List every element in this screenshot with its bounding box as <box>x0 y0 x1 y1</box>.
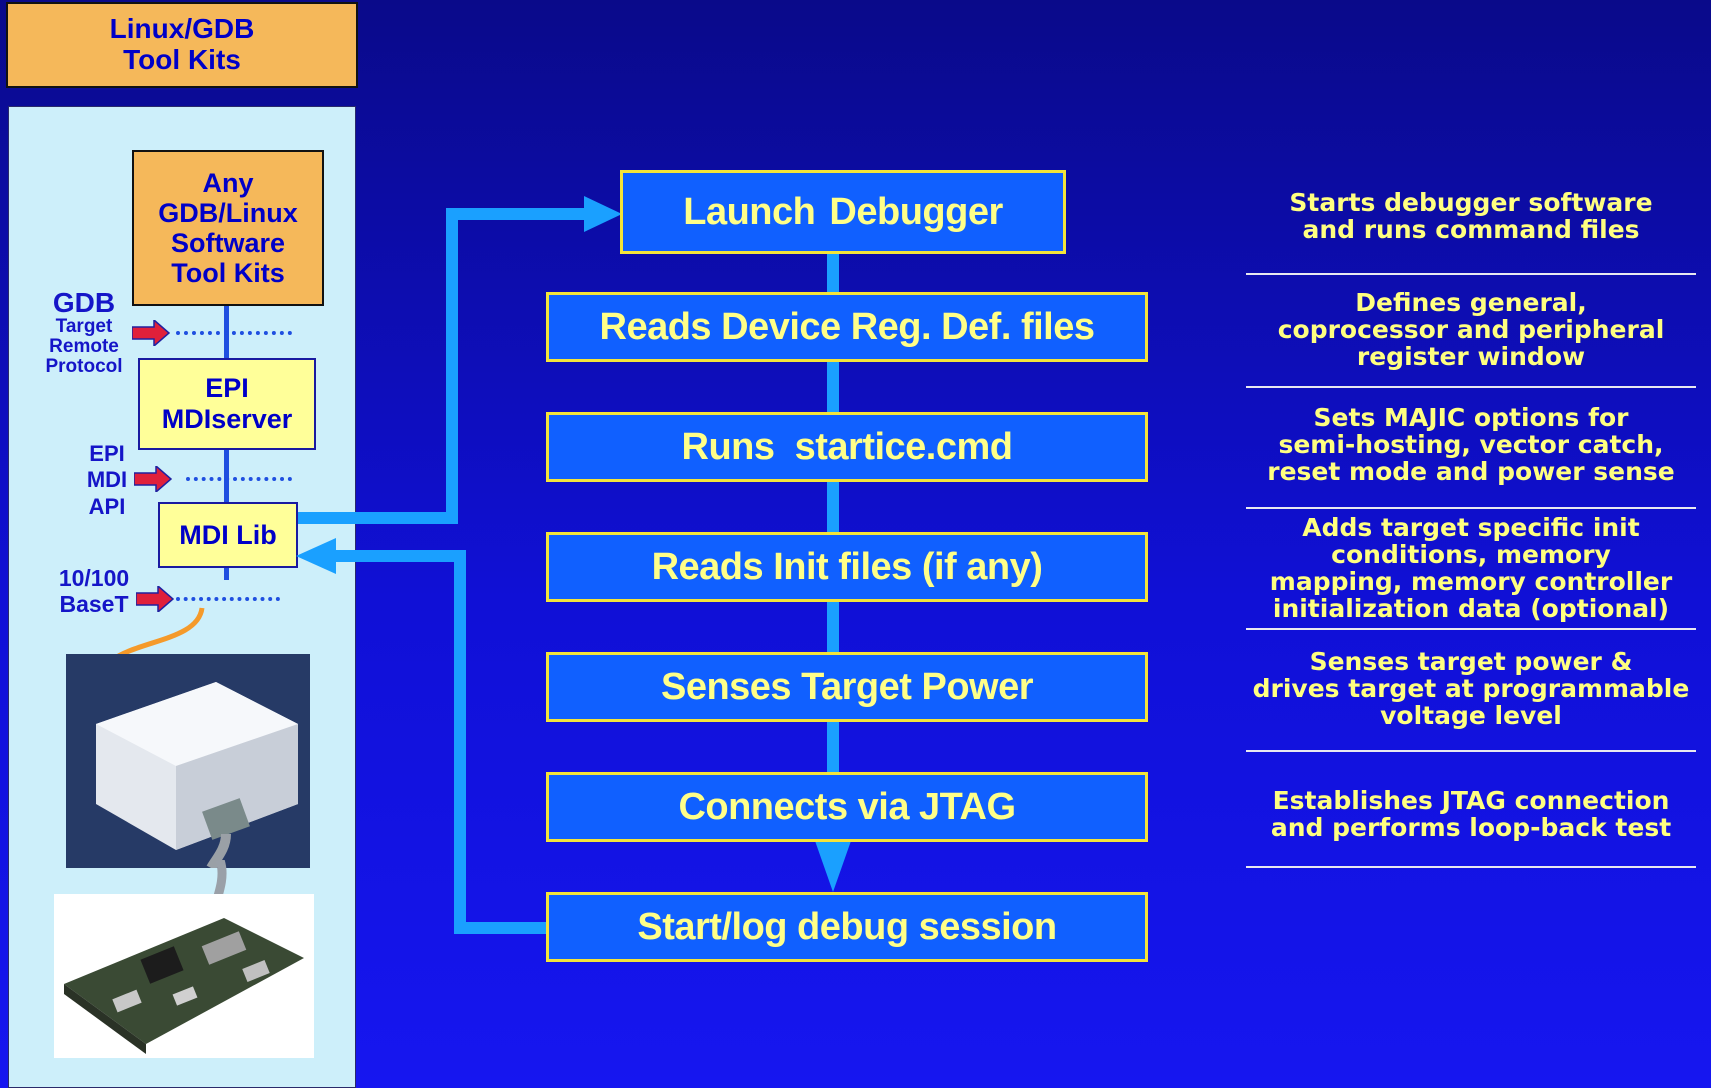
ethernet-line1: 10/100 <box>58 565 130 591</box>
desc-line: coprocessor and peripheral <box>1277 315 1665 344</box>
desc-line: register window <box>1356 342 1586 371</box>
toolkits-title-line1: Linux/GDB <box>109 13 255 45</box>
linux-gdb-toolkits-box: Linux/GDB Tool Kits <box>6 2 358 88</box>
any-line3: Software <box>170 228 286 258</box>
ethernet-label: 10/100 BaseT <box>48 565 140 618</box>
epi-api-line3: API <box>88 493 126 519</box>
any-gdb-toolkits-box: Any GDB/Linux Software Tool Kits <box>132 150 324 306</box>
gdb-label-remote: Remote <box>49 336 119 358</box>
mdi-arrow-head-icon <box>296 538 336 574</box>
ethernet-red-arrow-icon <box>136 586 174 612</box>
step-launch-debugger: Launch Debugger <box>620 170 1066 254</box>
step-label: Start/log debug session <box>637 905 1057 948</box>
step-reads-device-reg: Reads Device Reg. Def. files <box>546 292 1148 362</box>
desc-divider <box>1246 273 1696 275</box>
mdi-to-launch-connector <box>298 208 590 524</box>
desc-line: Sets MAJIC options for <box>1313 403 1629 432</box>
desc-startice: Sets MAJIC options for semi-hosting, vec… <box>1236 404 1706 485</box>
desc-line: semi-hosting, vector catch, <box>1278 430 1664 459</box>
desc-line: and runs command files <box>1302 215 1640 244</box>
epi-api-line1: EPI <box>89 441 125 466</box>
desc-launch: Starts debugger software and runs comman… <box>1236 189 1706 243</box>
ethernet-line2: BaseT <box>59 591 129 618</box>
desc-target-power: Senses target power & drives target at p… <box>1236 648 1706 729</box>
step-label: Reads Device Reg. Def. files <box>599 305 1096 348</box>
step-start-debug-session: Start/log debug session <box>546 892 1148 962</box>
desc-jtag: Establishes JTAG connection and performs… <box>1236 787 1706 841</box>
desc-divider <box>1246 866 1696 868</box>
mdi-lib-label: MDI Lib <box>179 519 277 550</box>
gdb-label-big: GDB <box>52 287 116 318</box>
step-label: Connects via JTAG <box>678 785 1016 828</box>
epi-mdi-api-label: EPI MDI API <box>66 441 148 520</box>
desc-divider <box>1246 386 1696 388</box>
ethernet-dotted-line <box>176 597 280 601</box>
desc-line: Establishes JTAG connection <box>1272 786 1670 815</box>
epi-box-line1: EPI <box>205 372 249 403</box>
epi-api-line2: MDI <box>86 467 128 493</box>
step-label: Runs startice.cmd <box>681 425 1014 468</box>
desc-line: and performs loop-back test <box>1270 813 1672 842</box>
step-runs-startice: Runs startice.cmd <box>546 412 1148 482</box>
desc-divider <box>1246 750 1696 752</box>
desc-line: mapping, memory controller <box>1269 567 1673 596</box>
step-connects-jtag: Connects via JTAG <box>546 772 1148 842</box>
desc-line: Defines general, <box>1355 288 1587 317</box>
epi-box-line2: MDIserver <box>161 404 293 434</box>
epi-mdiserver-box: EPI MDIserver <box>138 358 316 450</box>
any-line2: GDB/Linux <box>158 197 298 228</box>
desc-divider <box>1246 628 1696 630</box>
session-to-mdi-connector <box>328 550 546 934</box>
desc-divider <box>1246 507 1696 509</box>
step-reads-init-files: Reads Init files (if any) <box>546 532 1148 602</box>
mdi-api-dotted-line <box>186 477 292 481</box>
gdb-label-target: Target <box>55 316 113 338</box>
desc-line: Adds target specific init <box>1302 513 1640 542</box>
step-senses-target-power: Senses Target Power <box>546 652 1148 722</box>
gdb-red-arrow-icon <box>132 320 170 346</box>
gdb-dotted-line <box>176 331 292 335</box>
desc-init-files: Adds target specific init conditions, me… <box>1236 514 1706 622</box>
probe-device-icon <box>66 654 310 868</box>
any-line1: Any <box>202 167 254 198</box>
desc-line: Senses target power & <box>1309 647 1633 676</box>
step-label: Reads Init files (if any) <box>651 545 1043 588</box>
mdi-red-arrow-icon <box>134 466 172 492</box>
launch-arrow-head-icon <box>584 196 622 232</box>
desc-device-reg: Defines general, coprocessor and periphe… <box>1236 289 1706 370</box>
target-board-image <box>54 894 314 1058</box>
any-line4: Tool Kits <box>171 258 285 289</box>
step-label: Launch Debugger <box>683 190 1003 233</box>
toolkits-title-line2: Tool Kits <box>123 44 241 75</box>
desc-line: conditions, memory <box>1331 540 1611 569</box>
desc-line: Starts debugger software <box>1289 188 1653 217</box>
gdb-protocol-label: GDB Target Remote Protocol <box>36 288 132 377</box>
mdi-lib-box: MDI Lib <box>158 502 298 568</box>
trunk-arrow-head-icon <box>814 838 852 892</box>
desc-line: initialization data (optional) <box>1272 594 1670 623</box>
circuit-board-icon <box>54 894 314 1058</box>
majic-probe-image <box>66 654 310 868</box>
desc-line: drives target at programmable <box>1252 674 1690 703</box>
desc-line: reset mode and power sense <box>1267 457 1675 486</box>
step-label: Senses Target Power <box>660 665 1034 708</box>
desc-line: voltage level <box>1380 701 1562 730</box>
gdb-label-protocol: Protocol <box>45 356 123 378</box>
